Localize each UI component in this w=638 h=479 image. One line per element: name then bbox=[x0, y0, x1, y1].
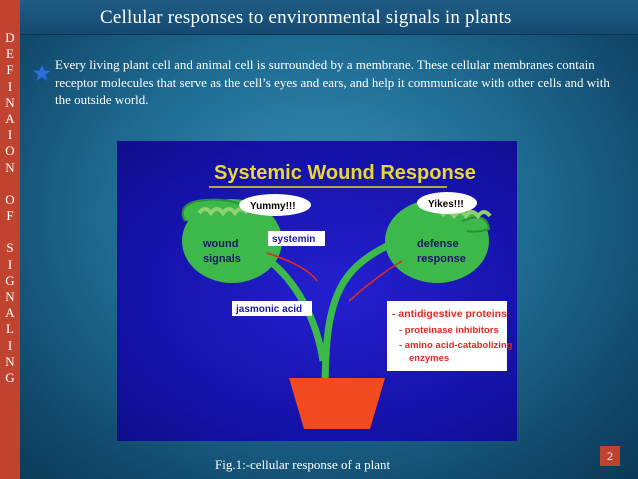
sidebar-letter: I bbox=[7, 337, 13, 353]
sidebar-letter: I bbox=[7, 256, 13, 272]
leaf-right-tip bbox=[461, 216, 491, 233]
amino-text: - amino acid-catabolizing bbox=[399, 340, 513, 351]
sidebar-letter: I bbox=[7, 78, 13, 94]
caterpillar-left bbox=[197, 207, 249, 217]
yikes-text: Yikes!!! bbox=[428, 199, 464, 210]
figure-heading: Systemic Wound Response bbox=[214, 162, 476, 184]
sidebar-letter: L bbox=[6, 321, 14, 337]
sidebar-letter: N bbox=[5, 94, 15, 110]
systemin-box bbox=[268, 231, 325, 246]
sidebar-letter: O bbox=[5, 143, 15, 159]
jasmonic-box bbox=[232, 301, 312, 316]
sidebar-letter: G bbox=[5, 369, 15, 385]
yummy-text: Yummy!!! bbox=[250, 201, 296, 212]
sidebar-letter: F bbox=[6, 62, 14, 78]
sidebar-letter: N bbox=[5, 289, 15, 304]
response-label: response bbox=[417, 253, 466, 265]
sidebar-letter: N bbox=[5, 353, 15, 369]
sidebar-letter: I bbox=[7, 127, 13, 143]
systemin-text: systemin bbox=[272, 234, 315, 245]
flower-pot bbox=[289, 378, 385, 429]
leaf-left bbox=[182, 199, 282, 283]
yummy-bubble bbox=[239, 194, 311, 216]
body-paragraph: Every living plant cell and animal cell … bbox=[55, 57, 610, 107]
arrow-systemin bbox=[266, 252, 318, 282]
star-icon bbox=[32, 63, 52, 83]
sidebar-letter: O bbox=[5, 191, 15, 207]
sidebar-letter: A bbox=[5, 110, 15, 126]
sidebar-letter: A bbox=[5, 305, 15, 321]
proteins-box bbox=[387, 301, 507, 371]
sidebar-letter: D bbox=[5, 30, 15, 45]
stem-right bbox=[321, 242, 389, 400]
signals-label: signals bbox=[203, 253, 241, 265]
figure-diagram: Systemic Wound Response Yummy!!! Yikes!!… bbox=[181, 162, 513, 429]
slide-title: Cellular responses to environmental sign… bbox=[100, 7, 512, 28]
enzymes-text: enzymes bbox=[409, 353, 449, 364]
defense-label: defense bbox=[417, 238, 459, 250]
wound-label: wound bbox=[202, 238, 238, 250]
arrow-defense bbox=[348, 260, 403, 302]
yikes-bubble bbox=[417, 192, 477, 214]
sidebar-letter: E bbox=[6, 46, 14, 62]
figure-wound-response: Systemic Wound Response Yummy!!! Yikes!!… bbox=[117, 141, 517, 441]
sidebar-letter: S bbox=[6, 240, 14, 256]
sidebar-letter: F bbox=[6, 208, 14, 224]
sidebar-letter: G bbox=[5, 272, 15, 288]
page-number: 2 bbox=[600, 446, 620, 466]
jasmonic-text: jasmonic acid bbox=[235, 304, 302, 315]
inhibitors-text: - proteinase inhibitors bbox=[399, 325, 499, 336]
antidigestive-text: - antidigestive proteins bbox=[392, 308, 507, 320]
title-bar: Cellular responses to environmental sign… bbox=[20, 0, 638, 35]
figure-caption: Fig.1:-cellular response of a plant bbox=[215, 457, 391, 472]
sidebar-letter: N bbox=[5, 159, 15, 175]
